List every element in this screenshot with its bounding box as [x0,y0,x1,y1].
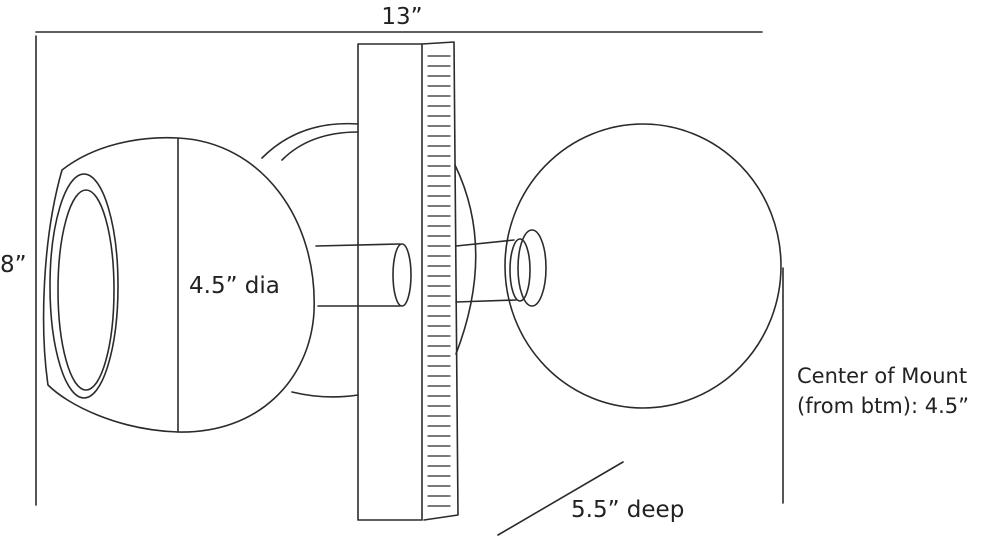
right-arm-collar-inner [509,238,531,302]
width-label: 13” [381,4,422,30]
globe-opening-inner [57,189,115,391]
left-globe-shade [42,136,315,433]
depth-dimension-line [497,461,624,536]
rear-globe-outline [261,122,477,398]
left-arm-collar [392,243,412,307]
mount-center-label-line1: Center of Mount [797,364,967,388]
depth-label: 5.5” deep [571,497,684,523]
right-arm-rod [455,239,517,303]
backplate-ribs [427,55,451,507]
height-label: 8” [0,252,27,278]
backplate-ribbed-edge [421,41,459,521]
backplate-front-face [357,43,423,521]
mount-center-label-line2: (from btm): 4.5” [797,394,969,418]
globe-opening-outer [49,173,119,399]
rear-globe-inner-arc [281,131,359,161]
right-arm-collar-outer [517,229,547,307]
shade-diameter-label: 4.5” dia [189,273,280,299]
right-globe [504,123,782,409]
